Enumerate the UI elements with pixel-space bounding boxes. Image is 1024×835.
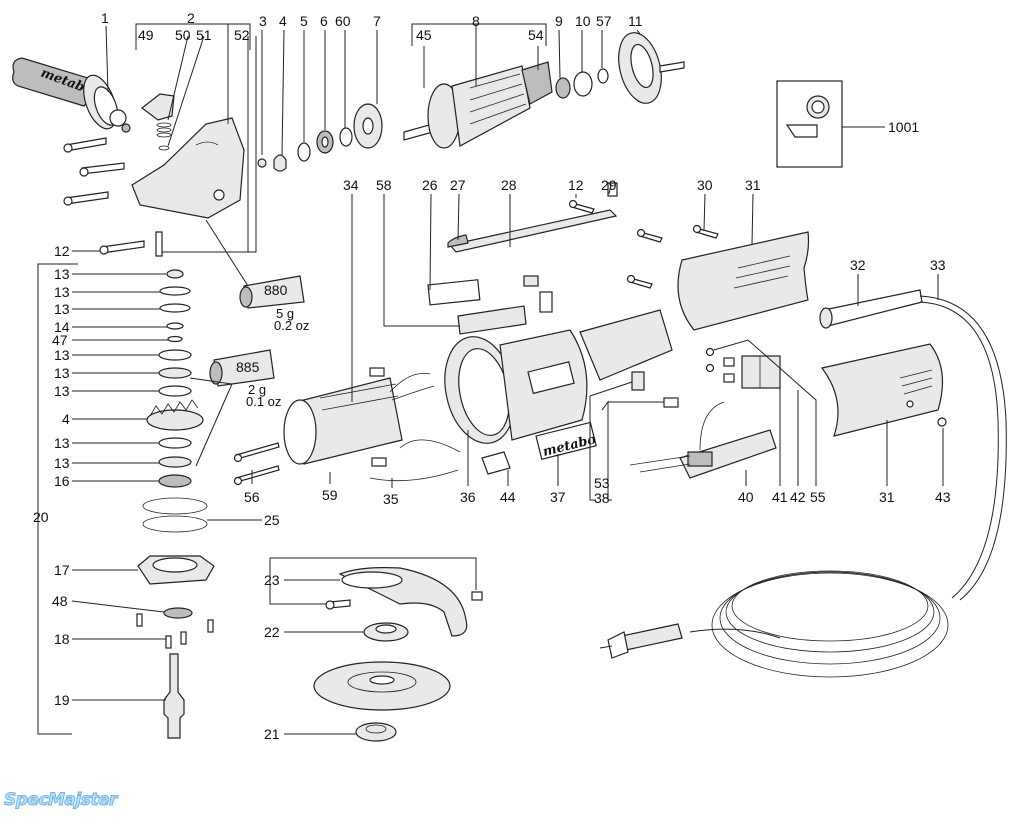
label-60: 60 (335, 13, 351, 29)
bearing-plate (353, 103, 383, 149)
handle-half-shell (677, 231, 810, 331)
label-4-gear: 4 (62, 411, 70, 427)
label-13: 13 (54, 301, 70, 317)
svg-text:0.1 oz: 0.1 oz (246, 394, 281, 409)
label-33: 33 (930, 257, 946, 273)
label-37: 37 (550, 489, 566, 505)
label-12-mid: 12 (568, 177, 584, 193)
label-18: 18 (54, 631, 70, 647)
label-35: 35 (383, 491, 399, 507)
label-13: 13 (54, 383, 70, 399)
power-cable (599, 289, 1007, 678)
label-1001: 1001 (888, 119, 919, 135)
label-27: 27 (450, 177, 466, 193)
label-57: 57 (596, 13, 612, 29)
spring (156, 122, 172, 151)
stator (283, 373, 461, 465)
label-42: 42 (790, 489, 806, 505)
label-22: 22 (264, 624, 280, 640)
label-16: 16 (54, 473, 70, 489)
label-41: 41 (772, 489, 788, 505)
label-13: 13 (54, 284, 70, 300)
grease-tube-885: 885 2 g 0.1 oz (209, 349, 281, 409)
svg-text:0.2 oz: 0.2 oz (274, 318, 309, 333)
wheel-guard (325, 567, 483, 637)
label-48: 48 (52, 593, 68, 609)
label-52: 52 (234, 27, 250, 43)
label-3: 3 (259, 13, 267, 29)
screws-left (63, 137, 145, 255)
label-23: 23 (264, 572, 280, 588)
electronic-module (629, 401, 777, 479)
label-56: 56 (244, 489, 260, 505)
svg-text:885: 885 (236, 359, 260, 375)
svg-text:2 g: 2 g (248, 382, 266, 397)
label-26: 26 (422, 177, 438, 193)
label-31-top: 31 (745, 177, 761, 193)
label-34: 34 (343, 177, 359, 193)
label-28: 28 (501, 177, 517, 193)
label-13: 13 (54, 266, 70, 282)
label-1: 1 (101, 10, 109, 26)
label-4: 4 (279, 13, 287, 29)
label-59: 59 (322, 487, 338, 503)
label-40: 40 (738, 489, 754, 505)
label-13: 13 (54, 455, 70, 471)
label-32: 32 (850, 257, 866, 273)
label-30: 30 (697, 177, 713, 193)
label-44: 44 (500, 489, 516, 505)
label-13: 13 (54, 435, 70, 451)
label-25: 25 (264, 512, 280, 528)
label-49: 49 (138, 27, 154, 43)
label-51: 51 (196, 27, 212, 43)
label-11: 11 (628, 13, 643, 29)
grease-tube-880: 880 5 g 0.2 oz (239, 275, 309, 333)
label-54: 54 (528, 27, 544, 43)
label-45: 45 (416, 27, 432, 43)
label-17: 17 (54, 562, 70, 578)
label-36: 36 (460, 489, 476, 505)
gear-housing (131, 117, 245, 219)
svg-text:880: 880 (264, 282, 288, 298)
label-21: 21 (264, 726, 280, 742)
svg-text:5 g: 5 g (276, 306, 294, 321)
brush-cover (618, 32, 685, 104)
flange (363, 622, 409, 642)
label-29: 29 (601, 177, 617, 193)
label-47: 47 (52, 332, 68, 348)
label-5: 5 (300, 13, 308, 29)
label-43: 43 (935, 489, 951, 505)
clamping-nut (355, 722, 397, 742)
label-14: 14 (54, 319, 70, 335)
watermark: SpecMajster (4, 790, 118, 811)
label-8: 8 (472, 13, 480, 29)
label-55: 55 (810, 489, 826, 505)
label-10: 10 (575, 13, 591, 29)
label-7: 7 (373, 13, 381, 29)
label-9: 9 (555, 13, 563, 29)
label-58: 58 (376, 177, 392, 193)
label-2: 2 (187, 10, 195, 26)
armature (403, 61, 553, 149)
grinding-disc (313, 661, 451, 711)
label-50: 50 (175, 27, 191, 43)
label-31-bottom: 31 (879, 489, 895, 505)
motor-housing (444, 309, 673, 444)
inset-detail (776, 80, 885, 168)
label-38: 38 (594, 490, 610, 506)
side-handle: metabo (12, 57, 131, 133)
label-19: 19 (54, 692, 70, 708)
label-12: 12 (54, 243, 70, 259)
label-13: 13 (54, 347, 70, 363)
label-20: 20 (33, 509, 49, 525)
callout-labels: 1 2 49 50 51 52 3 4 5 6 60 7 8 45 54 9 1… (33, 10, 951, 742)
leader-lines (37, 23, 944, 735)
label-13: 13 (54, 365, 70, 381)
label-6: 6 (320, 13, 328, 29)
label-53: 53 (594, 475, 610, 491)
